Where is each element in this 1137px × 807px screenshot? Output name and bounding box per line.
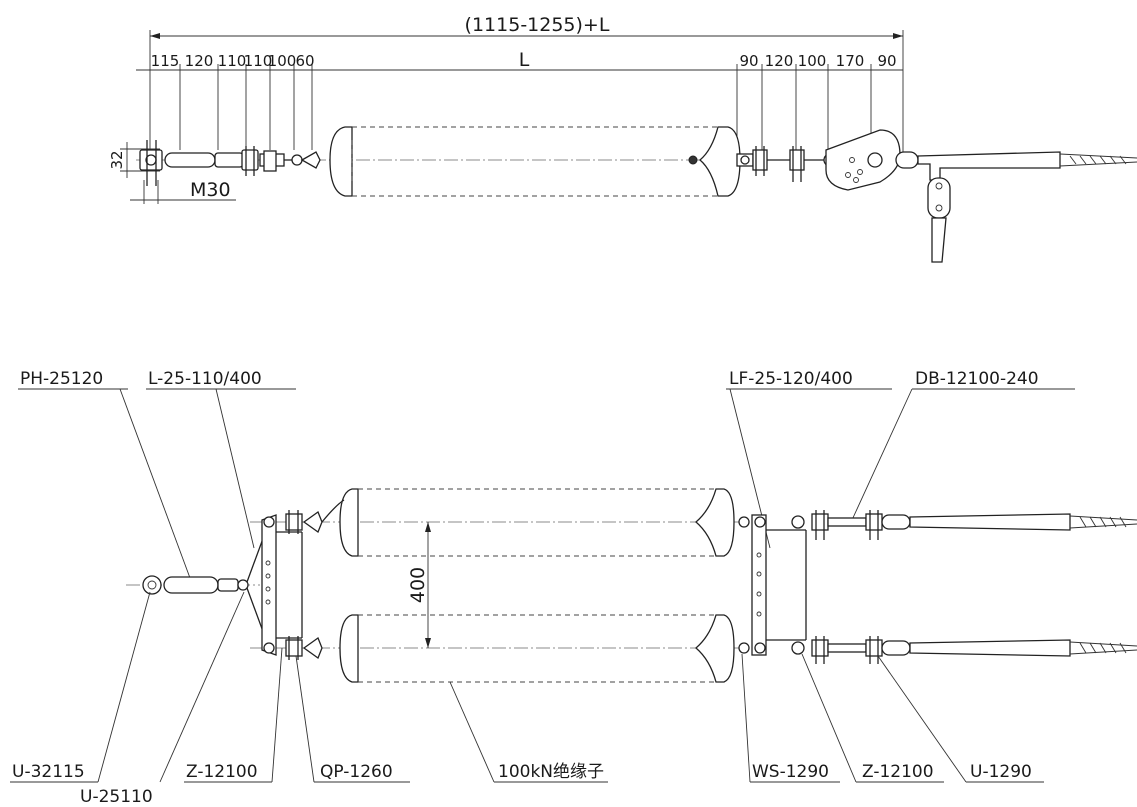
seg-dim-90b: 90: [877, 52, 896, 70]
label-u-25110: U-25110: [80, 787, 153, 807]
spacing-dimension: 400: [407, 522, 431, 648]
seg-dim-170: 170: [836, 52, 865, 70]
thread-label: M30: [190, 179, 231, 201]
spacing-dim-text: 400: [407, 567, 429, 603]
bottom-left-fittings: [142, 510, 323, 660]
label-u-1290: U-1290: [970, 762, 1032, 782]
seg-dim-100r: 100: [798, 52, 827, 70]
label-qp-1260: QP-1260: [320, 762, 393, 782]
seg-dim-60: 60: [295, 52, 314, 70]
seg-dim-120: 120: [185, 52, 214, 70]
overall-dimension: (1115-1255)+L: [149, 14, 904, 165]
label-u-32115: U-32115: [12, 762, 85, 782]
seg-dim-110b: 110: [244, 52, 273, 70]
top-view: (1115-1255)+L 115 120 110 110 100 60 L 9…: [108, 14, 1137, 263]
center-dim-L: L: [519, 49, 530, 71]
label-lf-25-120-400: LF-25-120/400: [729, 369, 853, 389]
label-z-12100-right: Z-12100: [862, 762, 934, 782]
thread-callout: M30: [130, 179, 236, 204]
seg-dim-110a: 110: [218, 52, 247, 70]
vertical-dim-text: 32: [108, 150, 126, 169]
label-ws-1290: WS-1290: [752, 762, 829, 782]
label-ph-25120: PH-25120: [20, 369, 103, 389]
bottom-insulators: [321, 488, 735, 683]
label-l-25-110-400: L-25-110/400: [148, 369, 262, 389]
bottom-right-fittings: [738, 510, 1137, 664]
segment-dimension-line: 115 120 110 110 100 60 L 90 120 100 170 …: [136, 49, 903, 150]
overall-dim-text: (1115-1255)+L: [465, 14, 610, 36]
top-right-fittings: [736, 129, 1137, 263]
label-insulator: 100kN绝缘子: [498, 762, 604, 782]
label-z-12100-left: Z-12100: [186, 762, 258, 782]
top-left-fittings: [139, 140, 321, 186]
seg-dim-115: 115: [151, 52, 180, 70]
seg-dim-90a: 90: [739, 52, 758, 70]
bottom-leaders: U-32115 U-25110 Z-12100 QP-1260 100kN绝缘子…: [10, 591, 1044, 807]
vertical-dimension-32: 32: [108, 142, 160, 178]
top-leaders: PH-25120 L-25-110/400 LF-25-120/400 DB-1…: [18, 369, 1075, 579]
seg-dim-120r: 120: [765, 52, 794, 70]
bottom-view: PH-25120 L-25-110/400 LF-25-120/400 DB-1…: [10, 369, 1137, 807]
label-db-12100-240: DB-12100-240: [915, 369, 1039, 389]
top-insulator: [329, 126, 741, 197]
seg-dim-100: 100: [268, 52, 297, 70]
